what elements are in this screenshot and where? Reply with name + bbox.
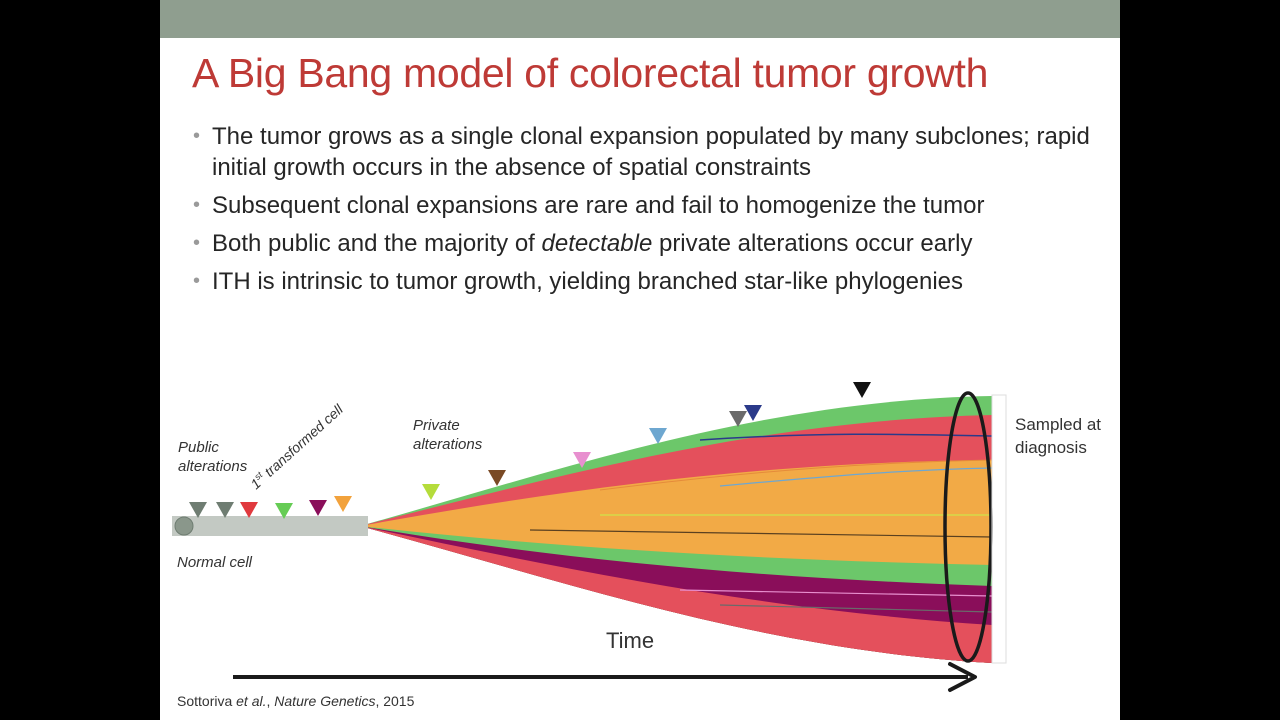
public-alteration-marker <box>240 502 258 518</box>
sampling-ellipse <box>943 391 993 663</box>
bullet-text: The tumor grows as a single clonal expan… <box>212 123 1090 181</box>
private-alterations-label-line1: Private <box>413 417 460 434</box>
bullet-dot: • <box>193 194 201 216</box>
bullet-text: detectable <box>541 230 653 257</box>
bullet-item: • The tumor grows as a single clonal expa… <box>190 121 1110 183</box>
public-alterations-label-line2: alterations <box>178 458 248 475</box>
lineage-line-blue <box>699 433 993 441</box>
sampled-at-diagnosis-line1: Sampled at <box>1015 415 1101 434</box>
bullet-dot: • <box>193 125 201 147</box>
normal-cell <box>174 516 194 536</box>
bullet-text: Both public and the majority of <box>212 230 542 257</box>
public-alterations-label-line1: Public <box>178 439 219 456</box>
private-alteration-marker <box>853 382 871 398</box>
bullet-item: • Subsequent clonal expansions are rare a… <box>190 190 1110 221</box>
public-alteration-marker <box>216 502 234 518</box>
lineage-line-lightblue <box>719 467 993 487</box>
public-alteration-marker <box>275 503 293 519</box>
private-alteration-marker <box>488 470 506 486</box>
alteration-markers <box>189 382 871 519</box>
normal-cell-label: Normal cell <box>177 554 253 571</box>
private-alteration-marker <box>573 452 591 468</box>
bullet-dot: • <box>193 232 201 254</box>
time-axis-label: Time <box>606 628 654 653</box>
private-alteration-marker <box>744 405 762 421</box>
public-alteration-marker <box>189 502 207 518</box>
time-arrow-head <box>948 662 977 692</box>
bullet-item: • ITH is intrinsic to tumor growth, yield… <box>190 266 1110 297</box>
slide-title: A Big Bang model of colorectal tumor gro… <box>192 50 989 96</box>
bullet-item: • Both public and the majority of detecta… <box>190 228 1110 259</box>
private-alterations-label-line2: alterations <box>413 436 483 453</box>
sampling-bracket <box>991 394 1007 664</box>
public-alteration-marker <box>309 500 327 516</box>
private-alteration-marker <box>422 484 440 500</box>
private-alteration-marker <box>729 411 747 427</box>
citation: Sottoriva et al., Nature Genetics, 2015 <box>177 693 415 709</box>
slide-top-band <box>160 0 1120 38</box>
bullet-text: Subsequent clonal expansions are rare an… <box>212 192 985 219</box>
lineage-line-pink <box>679 589 993 597</box>
bullet-text: private alterations occur early <box>652 230 973 257</box>
bullet-list: • The tumor grows as a single clonal expa… <box>190 121 1110 304</box>
lineage-line-gray <box>719 604 993 613</box>
sampled-at-diagnosis-line2: diagnosis <box>1015 438 1087 457</box>
clone-bands <box>360 396 993 663</box>
bullet-dot: • <box>193 270 201 292</box>
first-transformed-cell-label: 1st transformed cell <box>247 400 347 492</box>
clone-band-red-bottom <box>360 526 992 663</box>
bullet-text: ITH is intrinsic to tumor growth, yieldi… <box>212 268 963 295</box>
public-alteration-marker <box>334 496 352 512</box>
private-alteration-marker <box>649 428 667 444</box>
normal-cell-bar <box>172 516 368 536</box>
